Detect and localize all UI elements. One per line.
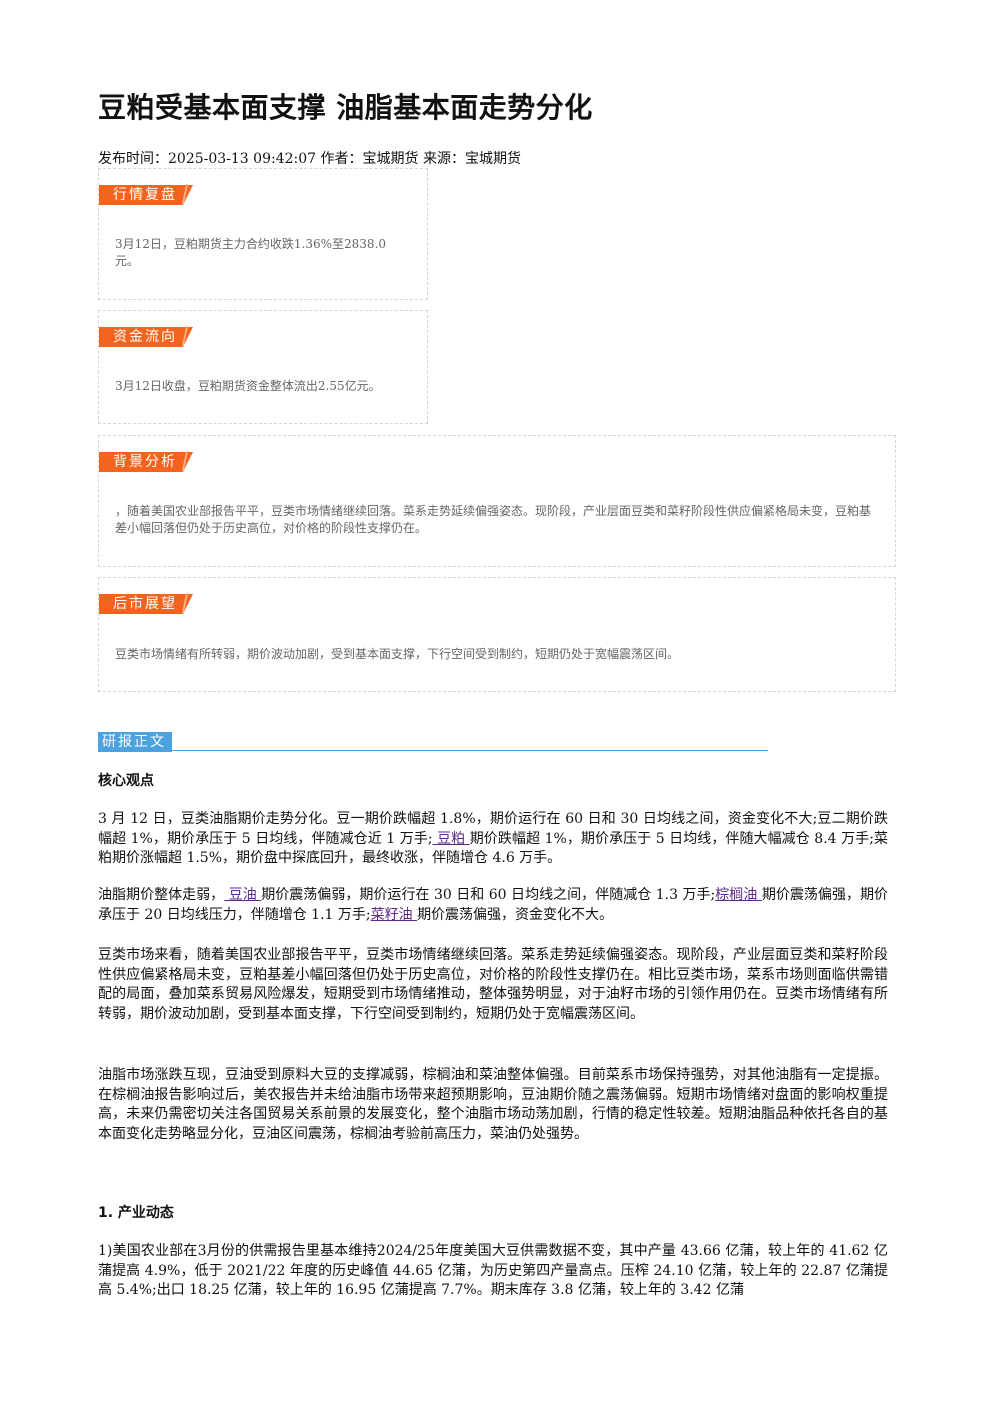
link-soymeal[interactable]: 豆粕 — [432, 830, 470, 847]
paragraph-2: 油脂期价整体走弱， 豆油 期价震荡偏弱，期价运行在 30 日和 60 日均线之间… — [98, 886, 888, 925]
p2-text-a: 油脂期价整体走弱， — [98, 887, 225, 903]
fund-flow-tag: 资金流向 — [99, 327, 193, 347]
p2-text-d: 期价震荡偏强，资金变化不大。 — [417, 906, 614, 923]
p1-text-a: 3 月 12 日，豆类油脂期价走势分化。豆一期价跌幅超 1.8%，期价运行在 6… — [98, 811, 888, 847]
p2-text-b: 期价震荡偏弱，期价运行在 30 日和 60 日均线之间，伴随减仓 1.3 万手; — [261, 887, 716, 903]
outlook-tag-tail — [182, 593, 188, 613]
fund-flow-box: 资金流向 3月12日收盘，豆粕期货资金整体流出2.55亿元。 — [98, 310, 428, 424]
outlook-box: 后市展望 豆类市场情绪有所转弱，期价波动加剧，受到基本面支撑，下行空间受到制约，… — [98, 577, 896, 692]
background-text: ，随着美国农业部报告平平，豆类市场情绪继续回落。菜系走势延续偏强姿态。现阶段，产… — [115, 504, 872, 535]
p2-text-c: 期价震荡偏强，期价承压于 20 日均线压力，伴随增仓 1.1 万手; — [98, 887, 889, 923]
paragraph-5: 1)美国农业部在3月份的供需报告里基本维持2024/25年度美国大豆供需数据不变… — [98, 1243, 888, 1298]
market-review-tag: 行情复盘 — [99, 185, 193, 205]
p1-text-b: 期价跌幅超 1%，期价承压于 5 日均线，伴随大幅减仓 8.4 万手;菜粕期价涨… — [98, 830, 888, 867]
research-body-tag: 研报正文 — [98, 732, 172, 752]
background-box: 背景分析 ，随着美国农业部报告平平，豆类市场情绪继续回落。菜系走势延续偏强姿态。… — [98, 435, 896, 567]
outlook-text: 豆类市场情绪有所转弱，期价波动加剧，受到基本面支撑，下行空间受到制约，短期仍处于… — [115, 647, 680, 661]
fund-flow-text: 3月12日收盘，豆粕期货资金整体流出2.55亿元。 — [115, 379, 381, 393]
industry-dynamics-heading: 1. 产业动态 — [98, 1205, 174, 1221]
fund-flow-tag-tail — [182, 326, 188, 346]
core-view-heading: 核心观点 — [98, 773, 154, 789]
research-divider — [168, 750, 768, 751]
background-tag: 背景分析 — [99, 452, 193, 472]
link-palm-oil[interactable]: 棕榈油 — [715, 887, 762, 903]
outlook-tag: 后市展望 — [99, 594, 193, 614]
paragraph-3: 豆类市场来看，随着美国农业部报告平平，豆类市场情绪继续回落。菜系走势延续偏强姿态… — [98, 947, 888, 1022]
background-tag-tail — [182, 451, 188, 471]
market-review-tag-tail — [182, 184, 188, 204]
link-soybean-oil[interactable]: 豆油 — [224, 887, 262, 903]
market-review-box: 行情复盘 3月12日，豆粕期货主力合约收跌1.36%至2838.0元。 — [98, 168, 428, 300]
article-meta: 发布时间：2025-03-13 09:42:07 作者：宝城期货 来源：宝城期货 — [98, 151, 521, 167]
paragraph-4: 油脂市场涨跌互现，豆油受到原料大豆的支撑减弱，棕榈油和菜油整体偏强。目前菜系市场… — [98, 1067, 888, 1142]
paragraph-1: 3 月 12 日，豆类油脂期价走势分化。豆一期价跌幅超 1.8%，期价运行在 6… — [98, 810, 888, 869]
link-rapeseed-oil[interactable]: 菜籽油 — [370, 906, 418, 923]
market-review-text: 3月12日，豆粕期货主力合约收跌1.36%至2838.0元。 — [115, 237, 387, 268]
page-title: 豆粕受基本面支撑 油脂基本面走势分化 — [98, 91, 593, 124]
